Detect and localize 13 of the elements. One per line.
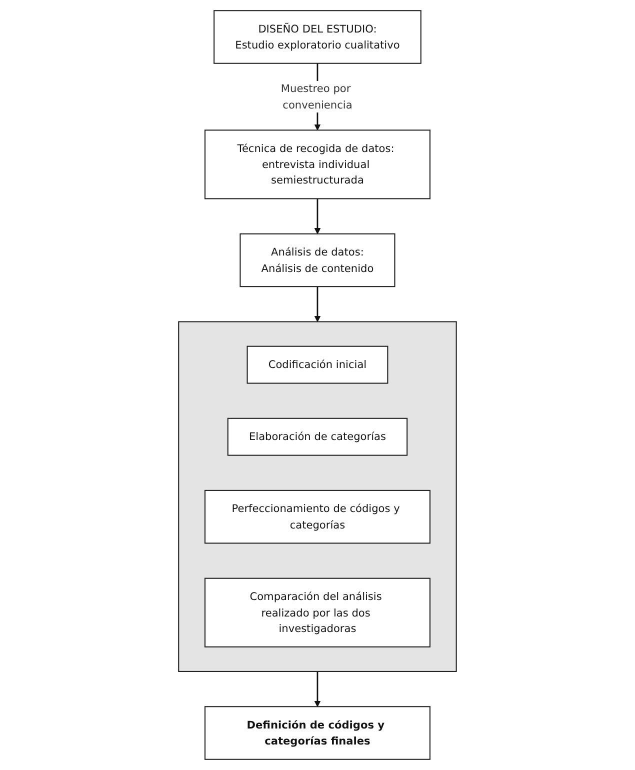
node-box: DISEÑO DEL ESTUDIO: Estudio exploratorio cualitativo [214, 10, 422, 64]
arrow [314, 198, 321, 234]
node-box: Elaboración de categorías [227, 418, 408, 456]
node-box: Definición de códigos y categorías finales [204, 706, 430, 760]
cluster [178, 321, 457, 672]
arrow [314, 671, 321, 707]
node-box: Técnica de recogida de datos: entrevista individual semiestructurada [204, 130, 430, 200]
node-box: Codificación inicial [246, 346, 388, 384]
edge-label: Muestreo por conveniencia [280, 82, 352, 111]
node-box: Comparación del análisis realizado por las dos investigadoras [204, 578, 430, 648]
node-box: Perfeccionamiento de códigos y categorías [204, 490, 430, 544]
node-box: Análisis de datos: Análisis de contenido [240, 233, 396, 288]
arrow [314, 286, 321, 322]
